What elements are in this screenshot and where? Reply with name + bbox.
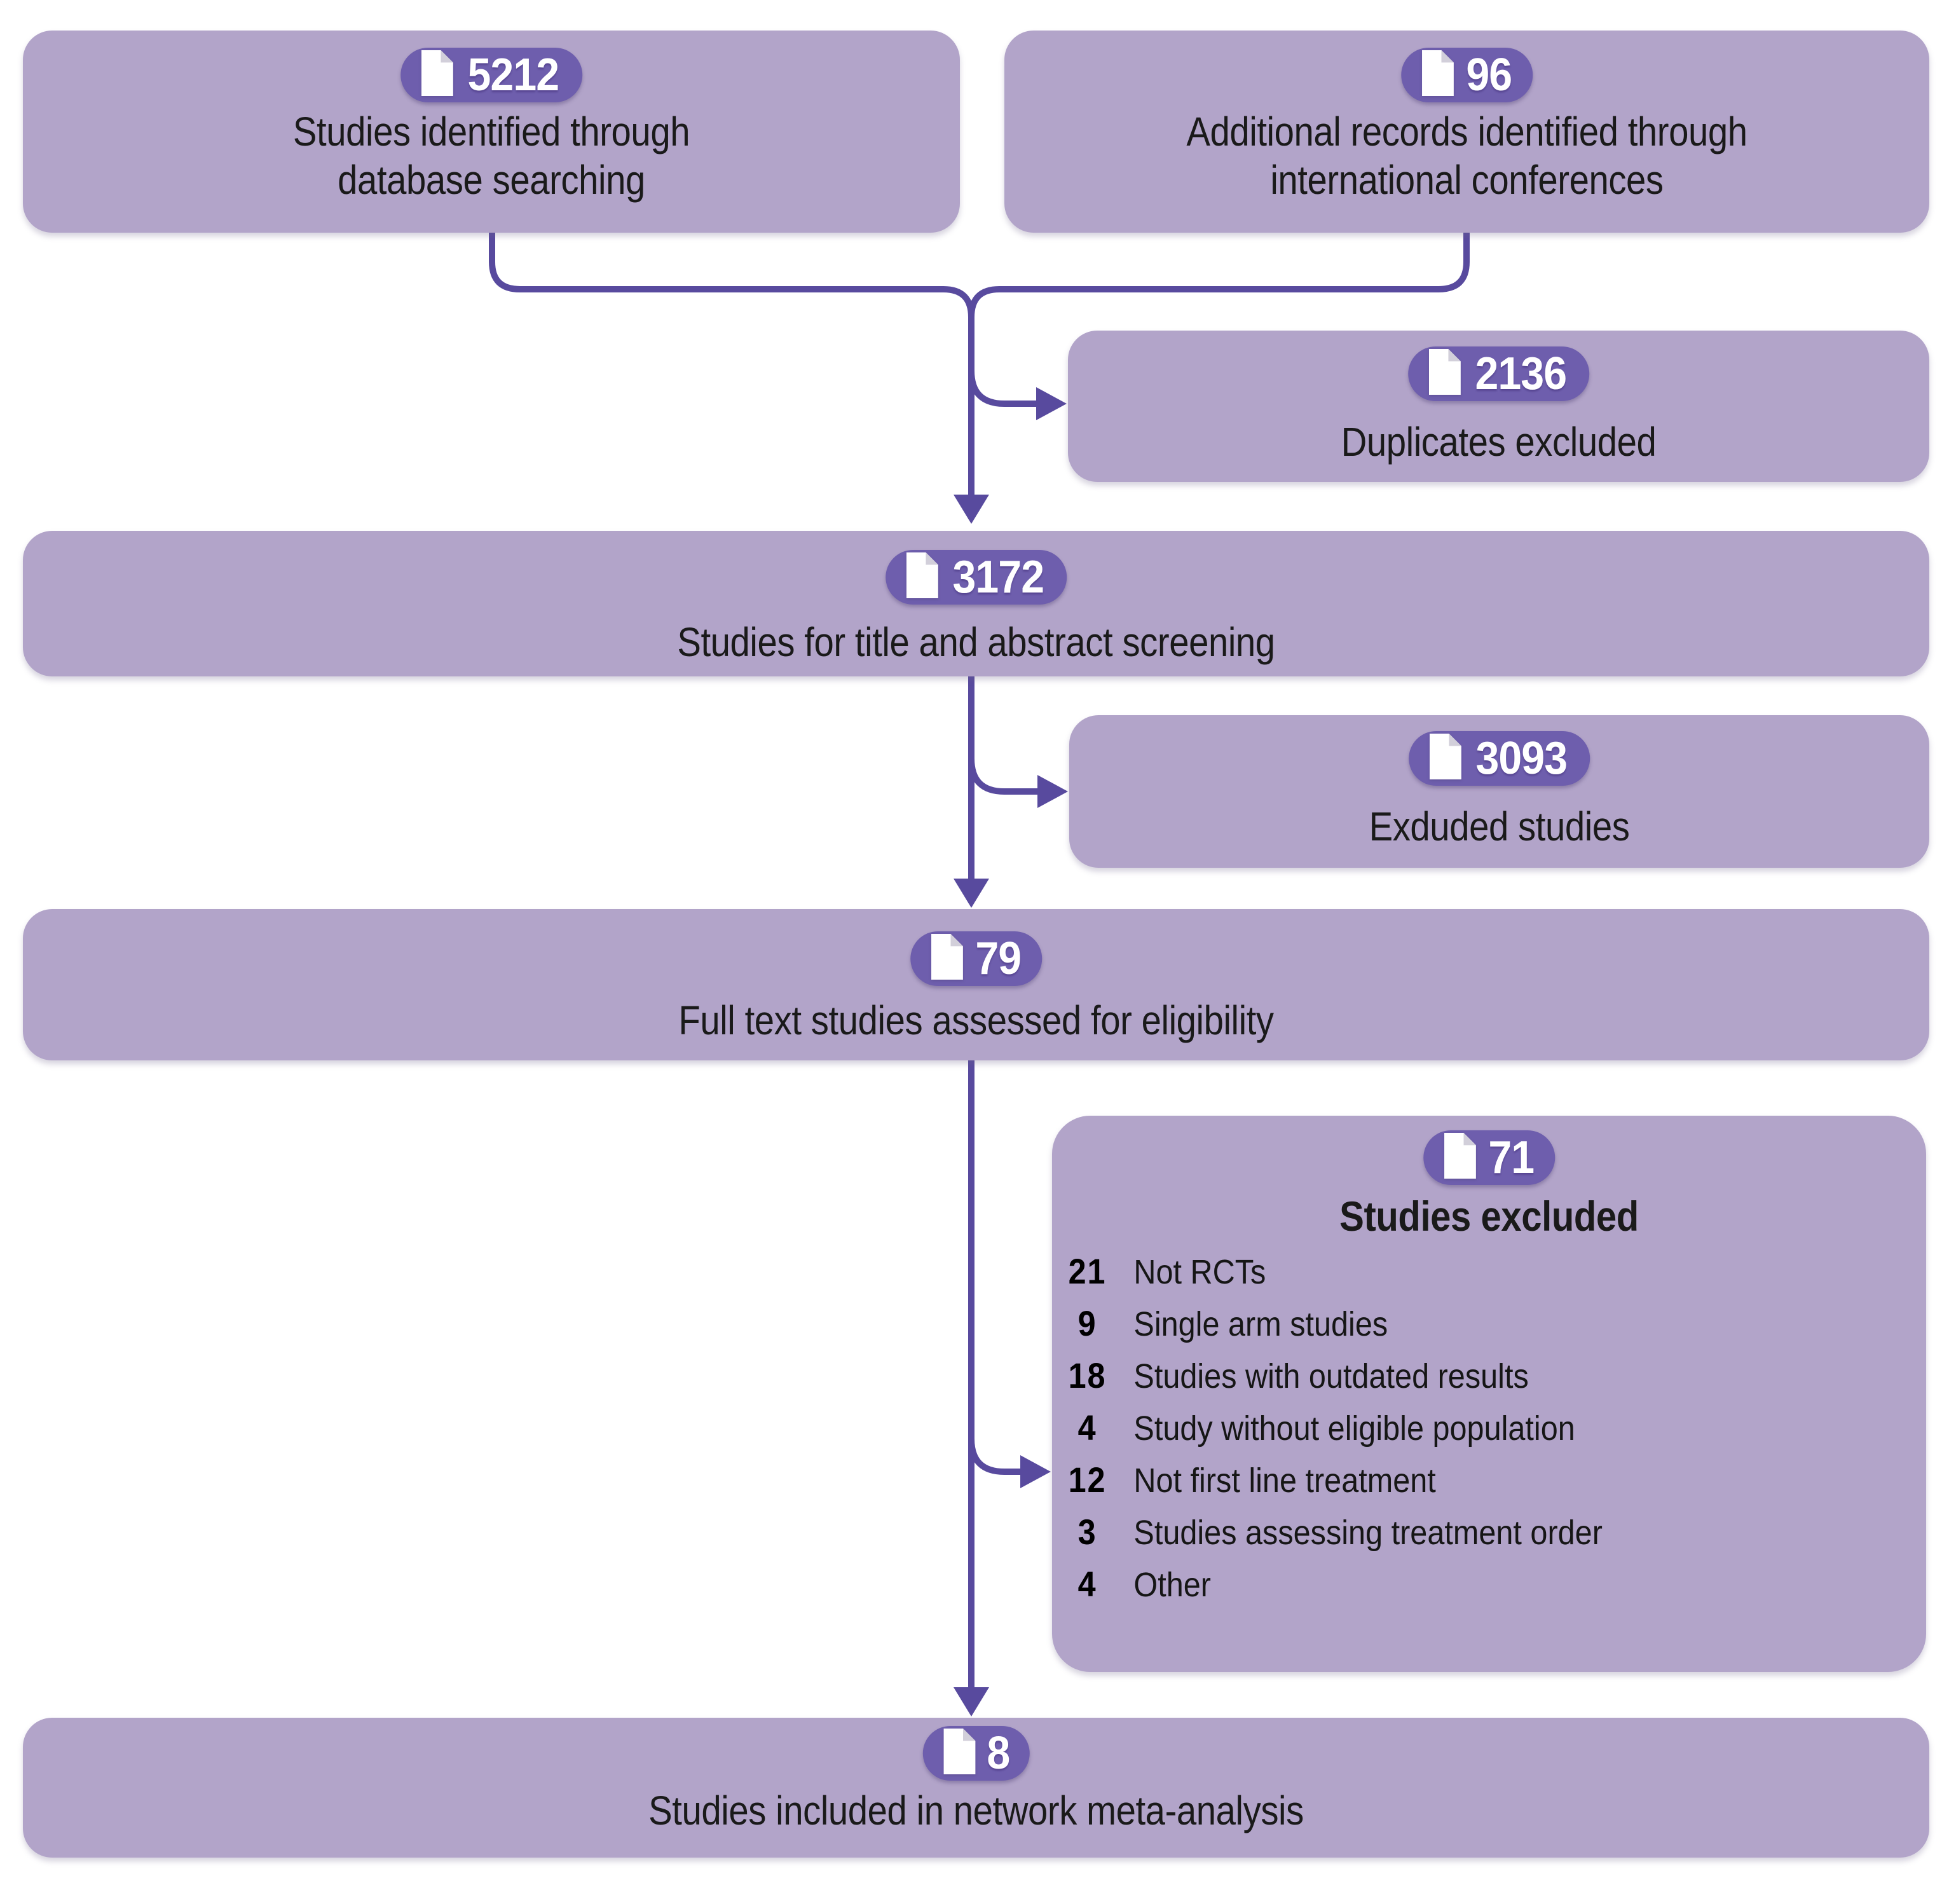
count-badge-duplicates: 2136 — [1407, 346, 1590, 401]
count-badge-screening: 3172 — [885, 550, 1067, 605]
box-included-meta-analysis: 8 Studies included in network meta-analy… — [23, 1718, 1929, 1858]
box-label: Studies included in network meta-analysi… — [137, 1786, 1815, 1835]
box-title-abstract-screening: 3172 Studies for title and abstract scre… — [23, 531, 1929, 676]
document-icon — [1421, 50, 1454, 96]
box-studies-excluded-detail: 71 Studies excluded 21 Not RCTs 9 Single… — [1052, 1116, 1926, 1672]
arrowhead-right-excluded-fulltext — [1020, 1455, 1051, 1488]
reason-label: Other — [1133, 1566, 1211, 1604]
exclusion-reason-row: 3 Studies assessing treatment order — [1056, 1506, 1839, 1558]
label-line-1: Full text studies assessed for eligibili… — [678, 997, 1274, 1043]
count-value: 96 — [1466, 50, 1512, 100]
label-line-1: Studies for title and abstract screening — [677, 619, 1275, 665]
exclusion-reason-row: 18 Studies with outdated results — [1056, 1350, 1839, 1402]
count-value: 3172 — [952, 552, 1044, 603]
count-value: 2136 — [1475, 348, 1567, 399]
box-label: Exduded studies — [1121, 802, 1878, 851]
exclusion-reason-row: 4 Study without eligible population — [1056, 1402, 1839, 1454]
box-fulltext-assessed: 79 Full text studies assessed for eligib… — [23, 909, 1929, 1060]
box-additional-records: 96 Additional records identified through… — [1004, 31, 1929, 233]
reason-label: Studies with outdated results — [1133, 1357, 1529, 1395]
count-badge-excluded-screening: 3093 — [1408, 731, 1590, 786]
count-badge-excluded-fulltext: 71 — [1423, 1130, 1556, 1185]
reason-count: 3 — [1077, 1512, 1097, 1552]
reason-label: Single arm studies — [1133, 1305, 1388, 1343]
count-badge-fulltext: 79 — [910, 931, 1043, 986]
reason-label: Studies assessing treatment order — [1133, 1514, 1603, 1552]
arrowhead-down-included — [954, 1687, 989, 1716]
connector-additional-merge — [968, 228, 1470, 318]
reason-label: Study without eligible population — [1133, 1409, 1575, 1448]
box-duplicates-excluded: 2136 Duplicates excluded — [1068, 331, 1929, 482]
exclusion-reason-row: 12 Not first line treatment — [1056, 1454, 1839, 1506]
box-studies-identified: 5212 Studies identified through database… — [23, 31, 960, 233]
label-line-1: Exduded studies — [1369, 804, 1630, 849]
label-line-1: Duplicates excluded — [1341, 419, 1657, 465]
exclusion-reason-row: 4 Other — [1056, 1558, 1839, 1610]
reason-count: 4 — [1077, 1407, 1097, 1448]
reason-count: 21 — [1068, 1251, 1107, 1291]
document-icon — [931, 934, 963, 980]
label-line-1: Additional records identified through — [1186, 109, 1747, 154]
count-badge-additional: 96 — [1400, 48, 1533, 102]
arrowhead-down-screening — [954, 495, 989, 524]
arrowhead-right-duplicates — [1036, 387, 1067, 420]
label-line-2: international conferences — [1270, 157, 1664, 203]
exclusion-reasons-list: 21 Not RCTs 9 Single arm studies 18 Stud… — [1056, 1245, 1926, 1610]
exclusion-reason-row: 21 Not RCTs — [1056, 1245, 1839, 1298]
box-label: Additional records identified through in… — [1060, 107, 1873, 204]
count-value: 3093 — [1475, 733, 1568, 784]
count-value: 8 — [987, 1728, 1010, 1779]
reason-label: Not RCTs — [1133, 1253, 1266, 1291]
reason-count: 9 — [1077, 1303, 1097, 1343]
connector-branch-excluded-fulltext — [968, 1438, 1022, 1475]
connector-branch-duplicates — [968, 370, 1036, 407]
document-icon — [421, 50, 453, 96]
reason-count: 4 — [1077, 1564, 1097, 1604]
arrowhead-right-excluded-screening — [1037, 775, 1068, 808]
document-icon — [906, 552, 938, 598]
reason-label: Not first line treatment — [1133, 1462, 1436, 1500]
label-line-1: Studies included in network meta-analysi… — [648, 1788, 1304, 1833]
count-value: 71 — [1488, 1132, 1535, 1183]
box-label: Studies identified through database sear… — [79, 107, 903, 204]
count-badge-included: 8 — [922, 1726, 1030, 1781]
count-value: 5212 — [467, 50, 560, 100]
connector-identified-merge — [489, 228, 974, 496]
box-label: Studies for title and abstract screening — [137, 618, 1815, 666]
document-icon — [1444, 1133, 1476, 1179]
reason-count: 18 — [1068, 1355, 1107, 1395]
document-icon — [1429, 734, 1461, 779]
label-line-2: database searching — [338, 157, 645, 203]
count-badge-identified: 5212 — [400, 48, 582, 102]
excluded-box-title: Studies excluded — [1339, 1193, 1639, 1240]
document-icon — [943, 1729, 975, 1774]
box-excluded-studies-screening: 3093 Exduded studies — [1069, 715, 1929, 868]
box-label: Duplicates excluded — [1119, 418, 1877, 466]
box-label: Full text studies assessed for eligibili… — [137, 996, 1815, 1044]
connector-branch-excluded-screening — [968, 758, 1037, 795]
count-value: 79 — [975, 933, 1022, 984]
reason-count: 12 — [1068, 1460, 1107, 1500]
exclusion-reason-row: 9 Single arm studies — [1056, 1298, 1839, 1350]
arrowhead-down-fulltext — [954, 879, 989, 908]
label-line-1: Studies identified through — [292, 109, 690, 154]
document-icon — [1428, 349, 1461, 395]
